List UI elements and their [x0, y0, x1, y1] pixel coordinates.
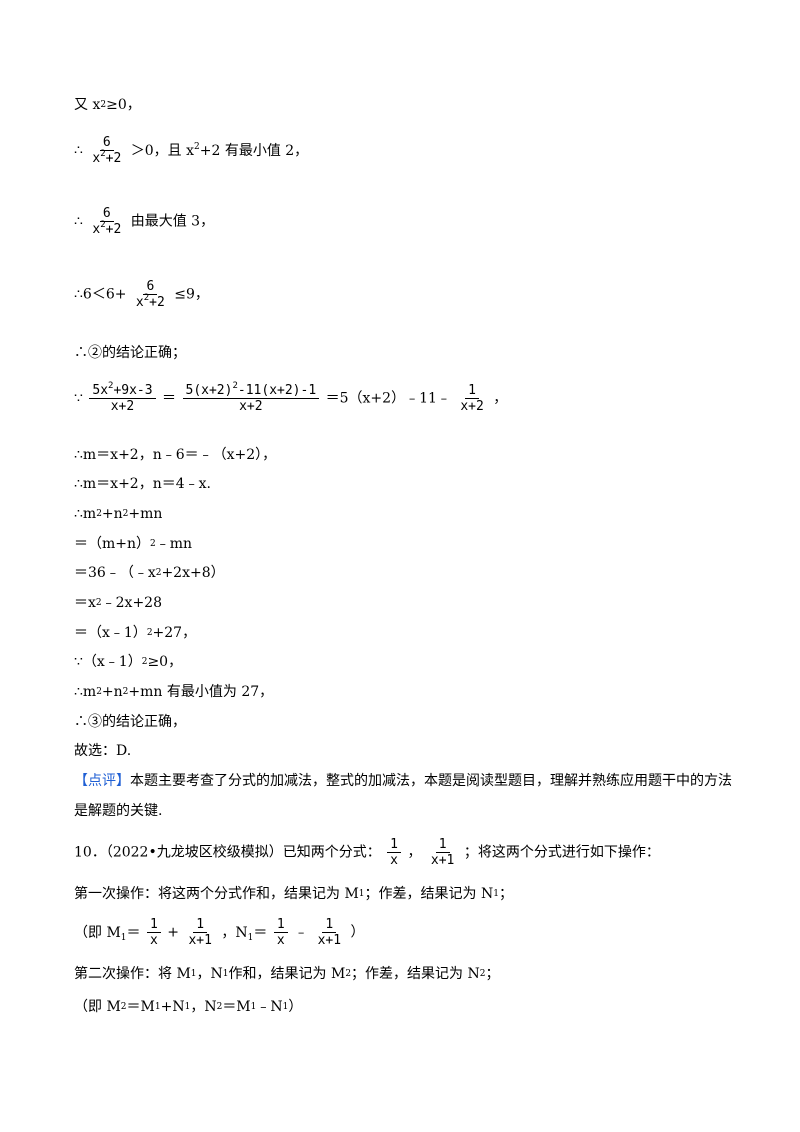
solution-line-4: ∴6＜6+ 6 x2+2 ≤9， — [74, 279, 209, 310]
solution-line-10: ＝（m+n）2﹣mn — [74, 536, 193, 552]
fraction: 1 x — [273, 918, 288, 947]
fraction: 1 x+2 — [460, 383, 484, 414]
solution-line-9: ∴m2+n2+mn — [74, 506, 163, 522]
solution-line-7: ∴m＝x+2，n﹣6＝﹣（x+2）， — [74, 447, 277, 463]
solution-line-14: ∵（x﹣1）2≥0， — [74, 654, 183, 670]
solution-line-8: ∴m＝x+2，n＝4﹣x. — [74, 476, 211, 492]
solution-line-3: ∴ 6 x2+2 由最大值 3， — [74, 206, 215, 237]
solution-line-6: ∵ 5x2+9x-3 x+2 ＝ 5(x+2)2-11(x+2)-1 x+2 ＝… — [74, 381, 508, 414]
question-10-stem: 10．（2022•九龙坡区校级模拟）已知两个分式： 1 x ， 1 x+1 ；将… — [74, 837, 660, 868]
operation-1: 第一次操作：将这两个分式作和，结果记为 M1；作差，结果记为 N1； — [74, 886, 513, 902]
fraction: 6 x2+2 — [92, 135, 122, 166]
fraction: 1 x+1 — [188, 917, 212, 948]
solution-line-16: ∴③的结论正确， — [74, 714, 186, 730]
fraction: 1 x+1 — [317, 917, 342, 948]
solution-line-15: ∴m2+n2+mn 有最小值为 27， — [74, 684, 274, 700]
operation-2-formula: （即 M2＝M1+N1，N2＝M1﹣N1） — [74, 999, 303, 1015]
operation-2: 第二次操作：将 M1，N1作和，结果记为 M2；作差，结果记为 N2； — [74, 966, 500, 982]
fraction: 6 x2+2 — [92, 206, 122, 237]
solution-line-1: 又 x2≥0， — [74, 97, 141, 113]
fraction: 1 x — [387, 838, 401, 867]
solution-line-12: ＝x2﹣2x+28 — [74, 595, 162, 611]
fraction: 5x2+9x-3 x+2 — [89, 382, 156, 413]
solution-line-11: ＝36﹣（﹣x2+2x+8） — [74, 565, 225, 581]
review-tag: 【点评】 — [74, 773, 130, 789]
solution-line-5: ∴②的结论正确； — [74, 345, 186, 361]
review-paragraph: 【点评】本题主要考查了分式的加减法，整式的加减法，本题是阅读型题目，理解并熟练应… — [74, 773, 732, 819]
fraction: 1 x+1 — [430, 837, 455, 868]
fraction: 1 x — [146, 918, 161, 947]
fraction: 5(x+2)2-11(x+2)-1 x+2 — [182, 382, 320, 413]
solution-line-2: ∴ 6 x2+2 ＞0，且 x2+2 有最小值 2， — [74, 135, 309, 166]
solution-line-13: ＝（x﹣1）2+27， — [74, 625, 197, 641]
fraction: 6 x2+2 — [135, 279, 165, 310]
operation-1-formula: （即 M1＝ 1 x + 1 x+1 ，N1＝ 1 x ﹣ 1 x+1 ） — [74, 917, 365, 948]
solution-line-17: 故选：D. — [74, 743, 132, 759]
